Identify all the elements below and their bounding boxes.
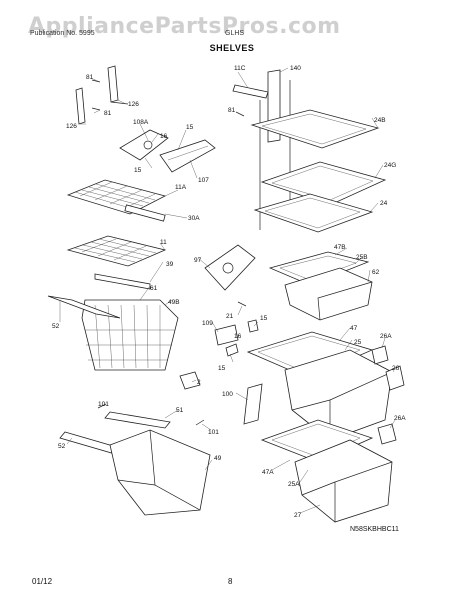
- label-49: 49: [214, 455, 222, 462]
- label-81: 81: [86, 74, 94, 81]
- label-47a: 47A: [262, 469, 274, 476]
- label-101: 101: [98, 401, 109, 408]
- label-24g: 24G: [384, 162, 396, 169]
- screw-21: [237, 301, 247, 307]
- label-21: 21: [226, 313, 234, 320]
- label-47b: 47B: [334, 244, 346, 251]
- label-15: 15: [218, 365, 226, 372]
- label-27: 27: [294, 512, 302, 519]
- model-number: GLHS: [225, 30, 245, 37]
- diagram-code: N58SKBHBC11: [350, 526, 399, 533]
- label-30a: 30A: [188, 215, 200, 222]
- label-15: 15: [186, 124, 194, 131]
- screw-101a: [97, 403, 107, 409]
- part-16b: [225, 343, 239, 357]
- label-2: 2: [197, 379, 201, 386]
- label-25: 25: [354, 339, 362, 346]
- label-49b: 49B: [168, 299, 180, 306]
- divider-100: [243, 383, 263, 425]
- label-61: 61: [150, 285, 158, 292]
- label-101: 101: [208, 429, 219, 436]
- label-16: 16: [234, 333, 242, 340]
- label-107: 107: [198, 177, 209, 184]
- label-126: 126: [128, 101, 139, 108]
- screw-101b: [195, 419, 205, 426]
- label-62: 62: [372, 269, 380, 276]
- bracket-26a: [371, 345, 389, 365]
- label-24: 24: [380, 200, 388, 207]
- label-81: 81: [104, 110, 112, 117]
- crisper-drawer-27: [294, 439, 393, 523]
- label-25b: 25B: [356, 254, 368, 261]
- label-24b: 24B: [374, 117, 386, 124]
- label-108a: 108A: [133, 119, 149, 126]
- drawer-49: [109, 429, 211, 516]
- label-51: 51: [176, 407, 184, 414]
- trim-30a: [124, 204, 166, 222]
- trim-2: [179, 371, 201, 390]
- label-15: 15: [134, 167, 142, 174]
- cover-11c: [232, 84, 269, 99]
- label-26a: 26A: [380, 333, 392, 340]
- damper-assembly-108a: [119, 129, 169, 161]
- part-109: [214, 324, 239, 346]
- publication-number: Publication No. 5995: [30, 30, 95, 37]
- label-26: 26: [392, 365, 400, 372]
- watermark: AppliancePartsPros.com: [28, 14, 341, 39]
- crisper-cover-97: [204, 244, 256, 291]
- label-11a: 11A: [175, 184, 187, 191]
- label-109: 109: [202, 320, 213, 327]
- label-81: 81: [228, 107, 236, 114]
- wire-shelf-11: [66, 235, 167, 267]
- label-47: 47: [350, 325, 358, 332]
- leader-lines: [59, 67, 396, 514]
- label-140: 140: [290, 65, 301, 72]
- label-52: 52: [58, 443, 66, 450]
- trim-39: [94, 273, 151, 290]
- bracket-126-top: [107, 65, 129, 105]
- footer-page: 8: [228, 577, 233, 586]
- crisper-cover-25a: [260, 419, 374, 463]
- part-15c: [247, 319, 259, 333]
- label-39: 39: [166, 261, 174, 268]
- footer-date: 01/12: [32, 577, 53, 586]
- label-25a: 25A: [288, 481, 300, 488]
- screw-81b: [91, 107, 101, 111]
- bracket-126-left: [75, 87, 86, 125]
- label-26a: 26A: [394, 415, 406, 422]
- label-16: 16: [160, 133, 168, 140]
- screw-81a: [91, 79, 101, 83]
- label-52: 52: [52, 323, 60, 330]
- crisper-drawer-47b: [284, 267, 373, 321]
- bracket-26a-lower: [377, 423, 397, 445]
- glass-shelf-24: [253, 193, 374, 233]
- label-100: 100: [222, 391, 233, 398]
- label-126: 126: [66, 123, 77, 130]
- slide-rail-52a: [47, 295, 121, 319]
- cover-107: [159, 139, 216, 173]
- rail-51: [104, 411, 171, 429]
- bracket-26: [385, 365, 405, 391]
- label-15: 15: [260, 315, 268, 322]
- label-97: 97: [194, 257, 202, 264]
- label-11c: 11C: [234, 65, 246, 72]
- wire-shelf-11a: [66, 179, 167, 215]
- label-11: 11: [160, 239, 167, 246]
- page-title: SHELVES: [209, 43, 255, 53]
